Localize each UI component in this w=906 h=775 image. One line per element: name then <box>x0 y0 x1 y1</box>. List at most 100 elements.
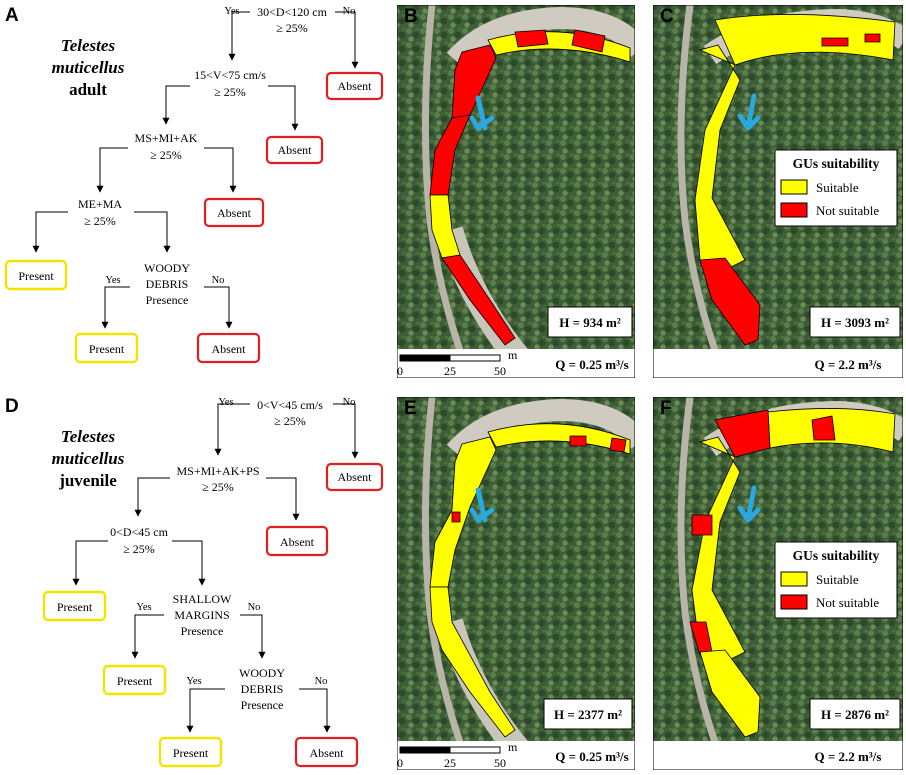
gu-unsuitable-c-1 <box>821 33 881 47</box>
flow-arrow-icon-b <box>469 95 495 131</box>
legend-swatch-suitable-c <box>780 179 808 195</box>
gu-suitable-c-1 <box>714 14 896 66</box>
flow-arrow-icon-e <box>469 487 495 523</box>
map-panel-c: GUs suitability Suitable Not suitable H … <box>653 5 903 378</box>
juvenile-species-line1: Telestes <box>61 427 116 446</box>
juvenile-present-box-1 <box>42 590 107 622</box>
juvenile-connectors-4 <box>131 614 266 659</box>
juvenile-present-box-2 <box>102 664 167 696</box>
adult-depth-node-line2: ≥ 25% <box>276 21 308 35</box>
panel-label-e: E <box>404 398 417 419</box>
adult-absent-label-1: Absent <box>338 79 373 93</box>
legend-swatch-unsuitable-f <box>780 594 808 610</box>
habitat-box-b <box>547 306 633 338</box>
juvenile-edge-no-4: No <box>248 602 261 613</box>
map-panel-b: H = 934 m² Q = 0.25 m³/s m 0 25 50 <box>397 5 635 378</box>
adult-connectors-4 <box>32 211 171 253</box>
adult-connectors-2 <box>162 85 299 131</box>
juvenile-present-label-3: Present <box>173 746 209 760</box>
adult-species-line2: muticellus <box>52 58 125 77</box>
adult-present-label-2: Present <box>89 342 125 356</box>
adult-woody-node-line3: Presence <box>146 293 189 307</box>
legend-label-unsuitable-c: Not suitable <box>816 203 879 218</box>
scale-tick-e-50: 50 <box>494 756 506 770</box>
juvenile-substrate-node-line2: ≥ 25% <box>202 480 234 494</box>
flow-arrow-icon-f <box>737 485 761 523</box>
habitat-box-e <box>543 698 633 730</box>
juvenile-edge-yes-5: Yes <box>186 676 201 687</box>
legend-label-suitable-f: Suitable <box>816 572 859 587</box>
juvenile-species-line2: muticellus <box>52 449 125 468</box>
juvenile-edge-yes-4: Yes <box>136 602 151 613</box>
panel-label-a: A <box>5 5 19 26</box>
adult-substrate-node-line1: MS+MI+AK <box>135 131 198 145</box>
gu-suitable-f-2 <box>691 436 746 663</box>
road-e <box>421 397 474 770</box>
gu-suitable-f-3 <box>699 649 761 738</box>
panel-label-d: D <box>5 396 19 417</box>
juvenile-absent-box-2 <box>265 525 329 557</box>
map-footer-e <box>397 741 635 770</box>
panel-label-f: F <box>660 398 672 419</box>
juvenile-depth-node-line2: ≥ 25% <box>123 542 155 556</box>
adult-mesohabitat-node-line1: ME+MA <box>78 197 122 211</box>
road-f <box>677 397 729 770</box>
juvenile-connectors-3 <box>72 540 206 586</box>
adult-edge-yes-5: Yes <box>105 275 120 286</box>
gu-unsuitable-f-2 <box>811 415 836 441</box>
gu-unsuitable-e-2 <box>451 511 461 523</box>
gu-unsuitable-f-1 <box>714 409 771 458</box>
adult-present-box-1 <box>4 259 68 291</box>
juvenile-connectors-5 <box>186 688 331 733</box>
adult-connectors-5 <box>101 286 233 329</box>
map-footer-f <box>653 741 903 770</box>
scale-bar-e-white <box>449 746 501 754</box>
juvenile-decision-tree: D Telestes muticellus juvenile 0<V<45 cm… <box>5 396 384 768</box>
juvenile-depth-node-line1: 0<D<45 cm <box>110 525 169 539</box>
juvenile-connectors-2 <box>134 477 300 521</box>
juvenile-absent-label-3: Absent <box>310 746 345 760</box>
juvenile-woody-node-line1: WOODY <box>239 666 285 680</box>
adult-absent-label-3: Absent <box>217 206 252 220</box>
legend-f: GUs suitability Suitable Not suitable <box>774 541 898 619</box>
scale-bar-b-black <box>399 354 451 362</box>
gu-unsuitable-f-3 <box>691 514 713 536</box>
legend-c: GUs suitability Suitable Not suitable <box>774 149 898 227</box>
juvenile-absent-box-3 <box>294 736 359 768</box>
scale-tick-e-25: 25 <box>444 756 456 770</box>
habitat-value-c: H = 3093 m² <box>821 315 889 330</box>
scale-tick-b-50: 50 <box>494 364 506 378</box>
scale-tick-e-0: 0 <box>397 756 403 770</box>
juvenile-shallow-node-line3: Presence <box>181 624 224 638</box>
adult-absent-box-1 <box>325 71 384 101</box>
adult-absent-box-4 <box>196 332 261 364</box>
road-b <box>421 5 474 378</box>
legend-title-f: GUs suitability <box>793 548 880 563</box>
gravel-bank-b <box>446 6 635 68</box>
habitat-value-e: H = 2377 m² <box>554 707 622 722</box>
adult-decision-tree: A Telestes muticellus adult 30<D<120 cm … <box>4 5 384 364</box>
legend-swatch-suitable-f <box>780 571 808 587</box>
juvenile-present-label-2: Present <box>117 674 153 688</box>
adult-edge-no-5: No <box>212 275 225 286</box>
juvenile-edge-yes-1: Yes <box>218 397 233 408</box>
juvenile-shallow-node-line2: MARGINS <box>174 608 229 622</box>
adult-depth-node-line1: 30<D<120 cm <box>257 5 328 19</box>
scale-tick-b-25: 25 <box>444 364 456 378</box>
adult-stage: adult <box>69 80 107 99</box>
panel-label-c: C <box>660 6 674 27</box>
scale-unit-b: m <box>508 348 518 362</box>
map-panel-f: GUs suitability Suitable Not suitable H … <box>653 397 903 770</box>
scale-bar-e-black <box>399 746 451 754</box>
habitat-value-b: H = 934 m² <box>559 315 621 330</box>
habitat-box-c <box>809 306 901 338</box>
juvenile-woody-node-line2: DEBRIS <box>241 682 284 696</box>
gu-unsuitable-c-2 <box>699 257 761 346</box>
adult-woody-node-line2: DEBRIS <box>146 277 189 291</box>
adult-substrate-node-line2: ≥ 25% <box>150 148 182 162</box>
gu-suitable-e-3 <box>429 586 516 738</box>
map-footer-c <box>653 349 903 378</box>
discharge-value-b: Q = 0.25 m³/s <box>555 357 628 372</box>
adult-absent-label-4: Absent <box>212 342 247 356</box>
